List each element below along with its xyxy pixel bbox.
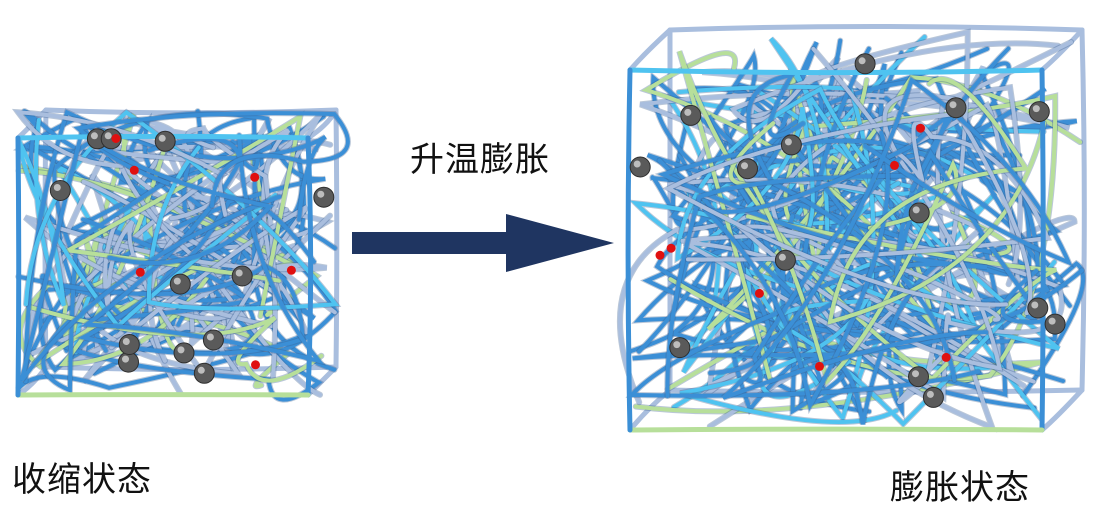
- crosslink-node: [680, 104, 702, 126]
- crosslink-node: [173, 342, 195, 364]
- crosslink-node: [737, 158, 758, 180]
- red-particle: [251, 360, 260, 370]
- network-fiber: [665, 149, 1048, 398]
- crosslink-node: [118, 334, 140, 355]
- network-fiber: [625, 67, 633, 433]
- crosslink-node-highlight: [173, 277, 181, 285]
- crosslink-node-highlight: [158, 134, 166, 142]
- crosslink-node: [1044, 313, 1066, 335]
- crosslink-node: [202, 329, 224, 351]
- expanded-state-label: 膨胀状态: [890, 468, 1030, 508]
- network-fiber: [15, 135, 22, 398]
- crosslink-node: [1027, 297, 1049, 319]
- crosslink-node: [313, 186, 335, 208]
- network-fiber: [627, 27, 673, 73]
- network-fiber: [664, 111, 1033, 316]
- crosslink-node-highlight: [1048, 317, 1056, 325]
- contracted-network: [11, 107, 351, 403]
- crosslink-node-highlight: [197, 366, 205, 374]
- network-fiber: [686, 93, 1051, 262]
- network-fiber: [677, 50, 1057, 383]
- crosslink-node-highlight: [122, 355, 129, 363]
- crosslink-node-highlight: [673, 341, 681, 349]
- red-particle: [655, 250, 665, 260]
- crosslink-node-highlight: [926, 390, 934, 398]
- crosslink-node-highlight: [858, 57, 866, 65]
- network-fiber: [646, 89, 1040, 375]
- network-fiber: [667, 177, 1036, 392]
- network-fiber: [1039, 67, 1046, 433]
- network-fiber: [333, 107, 340, 370]
- crosslink-node-highlight: [784, 138, 792, 146]
- red-particle: [890, 160, 899, 170]
- red-particle: [754, 288, 764, 298]
- network-fiber: [16, 197, 316, 356]
- red-particle: [941, 352, 951, 362]
- crosslink-node: [945, 97, 967, 119]
- network-fiber: [1039, 27, 1085, 73]
- crosslink-node: [669, 337, 691, 359]
- expanded-network: [617, 24, 1087, 433]
- crosslink-node-highlight: [122, 338, 130, 345]
- network-fiber: [1039, 387, 1085, 433]
- network-fiber: [667, 24, 1085, 33]
- crosslink-node: [854, 53, 876, 75]
- crosslink-node-highlight: [235, 269, 243, 277]
- red-particle: [666, 243, 676, 253]
- crosslink-node-highlight: [104, 132, 112, 140]
- crosslink-node: [154, 130, 176, 152]
- crosslink-node-highlight: [633, 160, 641, 168]
- red-particle: [250, 172, 260, 182]
- network-fiber: [627, 67, 1045, 76]
- crosslink-node: [169, 273, 191, 295]
- crosslink-node: [231, 265, 253, 287]
- network-fiber: [736, 46, 1003, 371]
- crosslink-node: [118, 351, 139, 373]
- red-particle: [916, 123, 925, 133]
- crosslink-node: [922, 386, 944, 408]
- crosslink-node-highlight: [1032, 105, 1040, 113]
- crosslink-node: [780, 134, 802, 156]
- crosslink-node-highlight: [1031, 301, 1039, 309]
- network-fiber: [618, 102, 1021, 405]
- network-fiber: [721, 76, 1073, 400]
- right-arrow-icon: [352, 214, 614, 272]
- network-fiber: [305, 135, 314, 398]
- network-fiber: [1079, 27, 1087, 393]
- contracted-state-label: 收缩状态: [12, 460, 152, 500]
- crosslink-node: [1028, 101, 1050, 123]
- network-fiber: [53, 218, 323, 402]
- network-fiber: [827, 77, 1047, 325]
- network-fiber: [702, 130, 911, 412]
- crosslink-node-highlight: [741, 162, 748, 170]
- crosslink-node-highlight: [177, 346, 185, 354]
- network-fiber: [627, 426, 1045, 433]
- crosslink-node: [774, 249, 796, 271]
- red-particle: [815, 361, 824, 371]
- crosslink-node: [908, 202, 930, 224]
- network-fiber: [80, 133, 324, 365]
- crosslink-node: [49, 180, 71, 201]
- crosslink-node-highlight: [949, 101, 957, 109]
- red-particle: [129, 165, 139, 175]
- crosslink-node: [193, 362, 215, 384]
- crosslink-node-highlight: [912, 206, 920, 214]
- process-label: 升温膨胀: [410, 140, 550, 180]
- crosslink-node-highlight: [206, 333, 214, 341]
- crosslink-node-highlight: [53, 184, 61, 191]
- network-fiber: [73, 111, 350, 265]
- crosslink-node-highlight: [778, 253, 786, 261]
- crosslink-node-highlight: [90, 132, 98, 140]
- red-particle: [286, 265, 296, 275]
- network-fiber: [27, 304, 324, 383]
- red-particle: [135, 267, 145, 277]
- crosslink-node-highlight: [912, 370, 919, 378]
- crosslink-node: [908, 366, 929, 388]
- crosslink-node-highlight: [684, 108, 692, 116]
- crosslink-node: [629, 156, 651, 178]
- crosslink-node-highlight: [317, 190, 325, 198]
- red-particle: [111, 134, 121, 143]
